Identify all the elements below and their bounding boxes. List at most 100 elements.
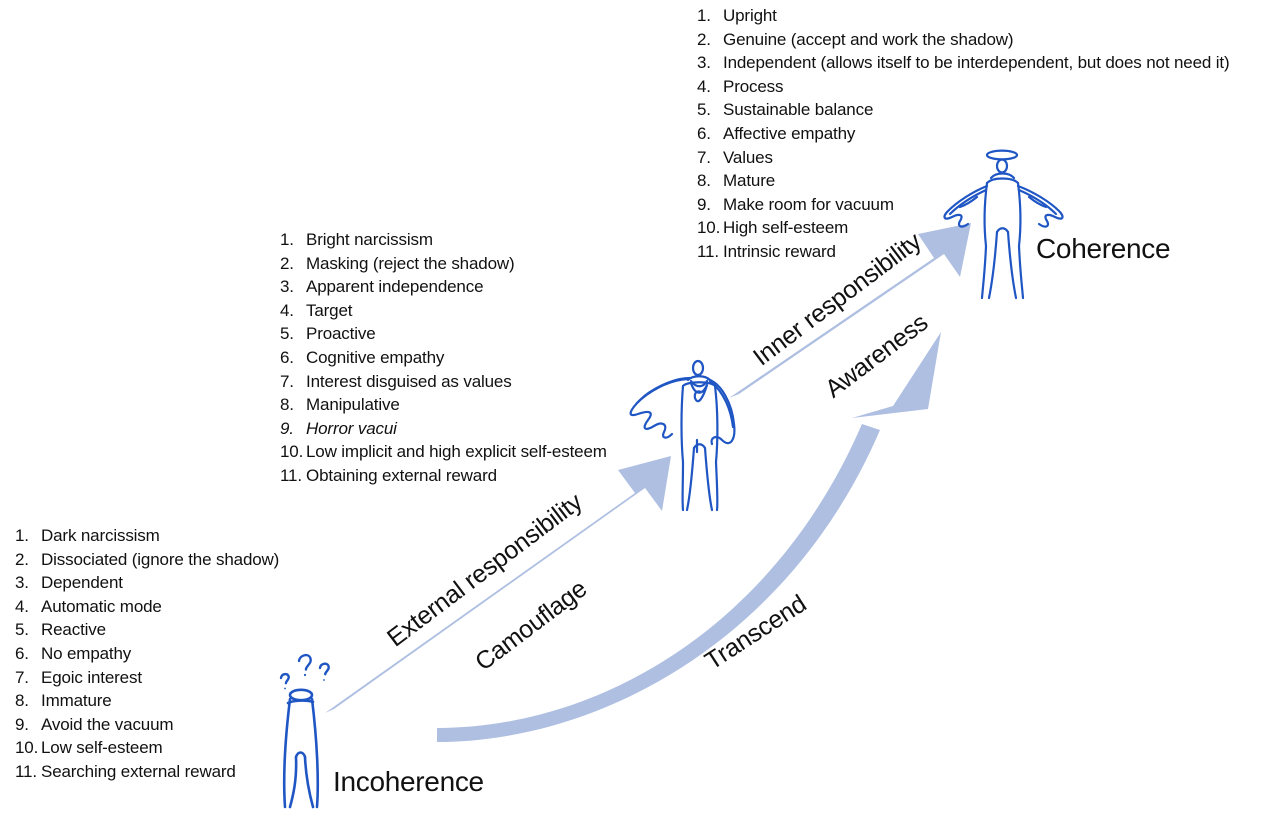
list-item-label: Egoic interest xyxy=(41,667,142,687)
list-item-number: 7. xyxy=(15,667,29,687)
list-item-number: 1. xyxy=(280,230,294,249)
list-item-label: Affective empathy xyxy=(723,123,856,143)
arrow-external-responsibility xyxy=(325,456,671,713)
list-item: 7. Egoic interest xyxy=(15,666,279,690)
arrow-inner-responsibility xyxy=(729,223,971,398)
list-item-number: 9. xyxy=(280,418,294,438)
list-item: 10.Low implicit and high explicit self-e… xyxy=(280,440,607,464)
list-item-label: No empathy xyxy=(41,643,132,663)
list-item: 3. Independent (allows itself to be inter… xyxy=(697,51,1230,75)
list-item: 1. Bright narcissism xyxy=(280,228,607,252)
list-item-number: 7. xyxy=(280,371,294,391)
list-item-label: Immature xyxy=(41,691,112,711)
list-item: 11.Intrinsic reward xyxy=(697,240,1229,264)
list-item-number: 9. xyxy=(15,714,29,734)
list-item-label: Apparent independence xyxy=(306,277,484,297)
list-item-number: 6. xyxy=(15,643,29,663)
list-item: 5. Reactive xyxy=(15,618,279,642)
list-camouflage-attributes: 1. Bright narcissism 2. Masking (reject th… xyxy=(280,228,607,488)
list-item-number: 4. xyxy=(15,596,29,616)
list-item-number: 8. xyxy=(15,691,29,711)
list-incoherence-attributes: 1. Dark narcissism 2. Dissociated (ignore … xyxy=(15,524,279,784)
list-item-label: Upright xyxy=(723,6,777,25)
list-item-number: 10. xyxy=(697,218,721,238)
list-item-number: 11. xyxy=(280,465,302,485)
list-item-number: 1. xyxy=(15,526,29,545)
list-item: 4.Automatic mode xyxy=(15,595,279,619)
list-item-label: Horror vacui xyxy=(306,418,397,438)
question-marks-icon xyxy=(279,653,330,690)
list-item: 8.Mature xyxy=(697,169,1229,193)
list-item-label: Values xyxy=(723,147,773,167)
list-item-number: 2. xyxy=(697,29,711,49)
list-item: 9. Avoid the vacuum xyxy=(15,713,279,737)
list-item: 8. Manipulative xyxy=(280,393,607,417)
list-item-label: Masking (reject the shadow) xyxy=(306,253,515,273)
list-item-number: 2. xyxy=(15,549,29,569)
list-item: 10.Low self-esteem xyxy=(15,736,279,760)
list-item: 3. Apparent independence xyxy=(280,275,607,299)
list-coherence-attributes: 1. Upright 2. Genuine (accept and work the… xyxy=(697,4,1230,264)
figure-coherence-winged xyxy=(943,149,1064,300)
list-item: 2. Genuine (accept and work the shadow) xyxy=(697,28,1229,52)
head-ellipse xyxy=(691,359,705,377)
list-item-number: 9. xyxy=(697,194,711,214)
list-item-number: 5. xyxy=(280,324,294,344)
list-item-label: Obtaining external reward xyxy=(306,465,497,485)
list-item: 6. No empathy xyxy=(15,642,279,666)
list-item: 7. Values xyxy=(697,146,1229,170)
list-item-number: 1. xyxy=(697,6,711,25)
list-item-number: 3. xyxy=(697,53,711,73)
list-item: 11.Searching external reward xyxy=(15,760,279,784)
list-item: 8. Immature xyxy=(15,689,279,713)
list-item-label: Independent (allows itself to be interde… xyxy=(723,53,1230,73)
list-item-label: Reactive xyxy=(41,620,106,640)
list-item: 5. Proactive xyxy=(280,322,607,346)
list-item-label: Cognitive empathy xyxy=(306,347,445,367)
list-item: 5.Sustainable balance xyxy=(697,98,1229,122)
figure-camouflage-superhero xyxy=(629,359,736,512)
list-item-number: 2. xyxy=(280,253,294,273)
list-item-number: 8. xyxy=(280,395,294,415)
list-item-label: Target xyxy=(306,300,353,320)
list-item-number: 8. xyxy=(697,171,711,191)
list-item-label: High self-esteem xyxy=(723,218,849,238)
list-item-number: 3. xyxy=(280,277,294,297)
state-label-incoherence: Incoherence xyxy=(333,766,484,797)
list-item-number: 11. xyxy=(15,761,37,781)
list-item-number: 10. xyxy=(15,738,39,758)
list-item-label: Interest disguised as values xyxy=(306,371,512,391)
list-item: 6.Affective empathy xyxy=(697,122,1229,146)
arrow-transcend xyxy=(437,332,941,742)
list-item-label: Dependent xyxy=(41,573,123,593)
list-item-label: Proactive xyxy=(306,324,376,344)
list-item-number: 10. xyxy=(280,442,304,462)
list-item-label: Intrinsic reward xyxy=(723,241,836,261)
list-item-label: Dissociated (ignore the shadow) xyxy=(41,549,280,569)
list-item: 9.Make room for vacuum xyxy=(697,193,1229,217)
list-item: 6. Cognitive empathy xyxy=(280,346,607,370)
list-item: 2. Dissociated (ignore the shadow) xyxy=(15,548,279,572)
list-item-label: Manipulative xyxy=(306,395,400,415)
list-item-label: Bright narcissism xyxy=(306,230,433,249)
list-item-label: Searching external reward xyxy=(41,761,236,781)
list-item-number: 7. xyxy=(697,147,711,167)
list-item: 1. Upright xyxy=(697,4,1229,28)
list-item-label: Dark narcissism xyxy=(41,526,160,545)
list-item-number: 4. xyxy=(697,76,711,96)
list-item-number: 5. xyxy=(15,620,29,640)
list-item-number: 11. xyxy=(697,241,719,261)
list-item-label: Avoid the vacuum xyxy=(41,714,174,734)
list-item: 11.Obtaining external reward xyxy=(280,464,607,488)
state-label-coherence: Coherence xyxy=(1036,233,1171,264)
figure-incoherence xyxy=(279,653,330,809)
head-ellipse xyxy=(288,688,314,702)
list-item-label: Process xyxy=(723,76,784,96)
list-item: 10.High self-esteem xyxy=(697,216,1229,240)
list-item-label: Genuine (accept and work the shadow) xyxy=(723,29,1014,49)
list-item-number: 3. xyxy=(15,573,29,593)
list-item-label: Sustainable balance xyxy=(723,100,874,120)
list-item-number: 6. xyxy=(280,347,294,367)
